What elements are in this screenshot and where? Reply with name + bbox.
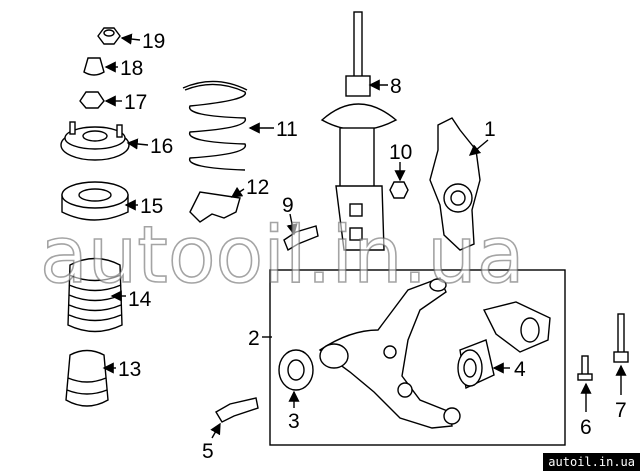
callout-13: 13 bbox=[118, 358, 141, 381]
part-1-steering-knuckle bbox=[429, 117, 481, 251]
part-16-strut-mount bbox=[60, 121, 130, 161]
callout-2: 2 bbox=[248, 327, 260, 350]
part-4-bushing bbox=[457, 339, 495, 390]
part-17-nut bbox=[79, 91, 105, 109]
part-7-bolt bbox=[613, 313, 629, 363]
part-6-bolt bbox=[577, 355, 593, 381]
part-19-nut bbox=[97, 27, 121, 45]
part-11-coil-spring bbox=[182, 80, 248, 171]
callout-16: 16 bbox=[150, 135, 173, 158]
part-8-strut bbox=[320, 11, 398, 251]
callout-11: 11 bbox=[276, 118, 298, 141]
callout-10: 10 bbox=[389, 141, 412, 164]
part-18-bushing bbox=[83, 57, 105, 76]
watermark: autooil.in.ua bbox=[40, 211, 525, 301]
callout-15: 15 bbox=[140, 195, 163, 218]
part-3-bushing bbox=[278, 349, 314, 391]
callout-8: 8 bbox=[390, 75, 402, 98]
callout-5: 5 bbox=[202, 440, 214, 463]
part-10-nut bbox=[389, 181, 409, 199]
part-12-spring-insulator bbox=[189, 191, 241, 223]
callout-14: 14 bbox=[128, 288, 152, 311]
callout-6: 6 bbox=[580, 416, 592, 439]
part-2-lower-control-arm bbox=[318, 277, 461, 429]
part-14-dust-boot bbox=[67, 257, 123, 333]
site-badge: autoil.in.ua bbox=[543, 453, 640, 471]
part-15-bearing bbox=[61, 181, 129, 221]
callout-17: 17 bbox=[124, 91, 147, 114]
callout-3: 3 bbox=[288, 410, 300, 433]
callout-19: 19 bbox=[142, 30, 165, 53]
callout-1: 1 bbox=[484, 118, 496, 141]
callout-12: 12 bbox=[246, 176, 269, 199]
part-13-bump-stop bbox=[65, 349, 109, 407]
bushing-bracket bbox=[482, 301, 551, 353]
callout-18: 18 bbox=[120, 57, 143, 80]
callout-4: 4 bbox=[514, 358, 526, 381]
callout-arrows bbox=[102, 33, 627, 439]
part-5-bolt bbox=[215, 397, 259, 423]
callout-7: 7 bbox=[615, 399, 627, 422]
callout-9: 9 bbox=[282, 194, 294, 217]
lower-arm-assembly-box bbox=[269, 269, 566, 446]
